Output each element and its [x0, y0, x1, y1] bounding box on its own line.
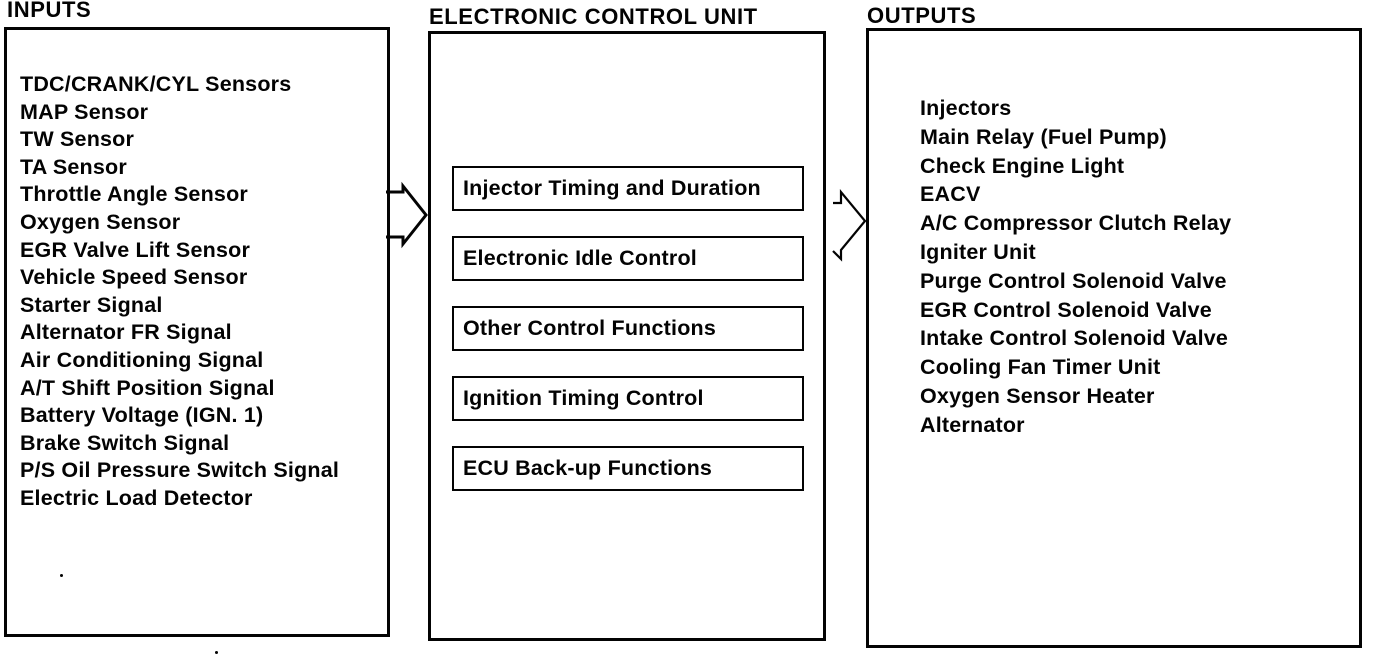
output-device-item: Injectors — [920, 96, 1012, 120]
input-signal-item: Throttle Angle Sensor — [20, 182, 248, 207]
output-device-item: Alternator — [920, 412, 1025, 437]
ecu-function-box: Injector Timing and Duration — [452, 166, 804, 211]
output-device-item: Main Relay (Fuel Pump) — [920, 124, 1167, 149]
output-device-item: Cooling Fan Timer Unit — [920, 355, 1161, 380]
ecu-function-box: Other Control Functions — [452, 306, 804, 351]
inputs-heading: INPUTS — [7, 0, 92, 22]
output-device-item: Oxygen Sensor Heater — [920, 383, 1155, 408]
input-signal-item: MAP Sensor — [20, 99, 149, 124]
outputs-heading: OUTPUTS — [867, 3, 977, 28]
ecu-function-box: Ignition Timing Control — [452, 376, 804, 421]
input-signal-item: Air Conditioning Signal — [20, 347, 264, 372]
output-device-item: Intake Control Solenoid Valve — [920, 326, 1229, 351]
ecu-box: Injector Timing and Duration Electronic … — [428, 31, 826, 641]
input-signal-item: Electric Load Detector — [20, 485, 253, 510]
inputs-list: TDC/CRANK/CYL Sensors MAP Sensor TW Sens… — [20, 71, 339, 513]
input-signal-item: A/T Shift Position Signal — [20, 375, 275, 400]
outputs-box: Injectors Main Relay (Fuel Pump) Check E… — [866, 28, 1362, 648]
input-signal-item: EGR Valve Lift Sensor — [20, 237, 251, 262]
input-signal-item: Starter Signal — [20, 292, 163, 317]
inputs-box: TDC/CRANK/CYL Sensors MAP Sensor TW Sens… — [4, 27, 390, 637]
ecu-heading: ELECTRONIC CONTROL UNIT — [429, 4, 758, 29]
scan-speck — [60, 574, 63, 577]
scan-speck — [215, 651, 218, 654]
output-device-item: EACV — [920, 182, 981, 207]
output-device-item: A/C Compressor Clutch Relay — [920, 211, 1232, 236]
input-signal-item: Battery Voltage (IGN. 1) — [20, 403, 264, 428]
input-signal-item: TW Sensor — [20, 127, 135, 152]
output-device-item: Igniter Unit — [920, 239, 1036, 264]
output-device-item: EGR Control Solenoid Valve — [920, 297, 1212, 322]
output-device-item: Check Engine Light — [920, 153, 1125, 178]
ecu-function-list: Injector Timing and Duration Electronic … — [452, 166, 804, 491]
output-device-item: Purge Control Solenoid Valve — [920, 268, 1227, 293]
outputs-list: Injectors Main Relay (Fuel Pump) Check E… — [920, 94, 1231, 440]
input-signal-item: Vehicle Speed Sensor — [20, 265, 248, 290]
input-signal-item: Oxygen Sensor — [20, 209, 181, 234]
right-arrow-icon-inputs-to-ecu — [386, 181, 428, 249]
ecu-function-box: Electronic Idle Control — [452, 236, 804, 281]
input-signal-item: TDC/CRANK/CYL Sensors — [20, 72, 292, 96]
input-signal-item: P/S Oil Pressure Switch Signal — [20, 458, 340, 483]
input-signal-item: TA Sensor — [20, 154, 127, 179]
input-signal-item: Brake Switch Signal — [20, 430, 230, 455]
ecu-function-box: ECU Back-up Functions — [452, 446, 804, 491]
right-arrow-icon-ecu-to-outputs — [832, 188, 867, 262]
input-signal-item: Alternator FR Signal — [20, 320, 232, 345]
